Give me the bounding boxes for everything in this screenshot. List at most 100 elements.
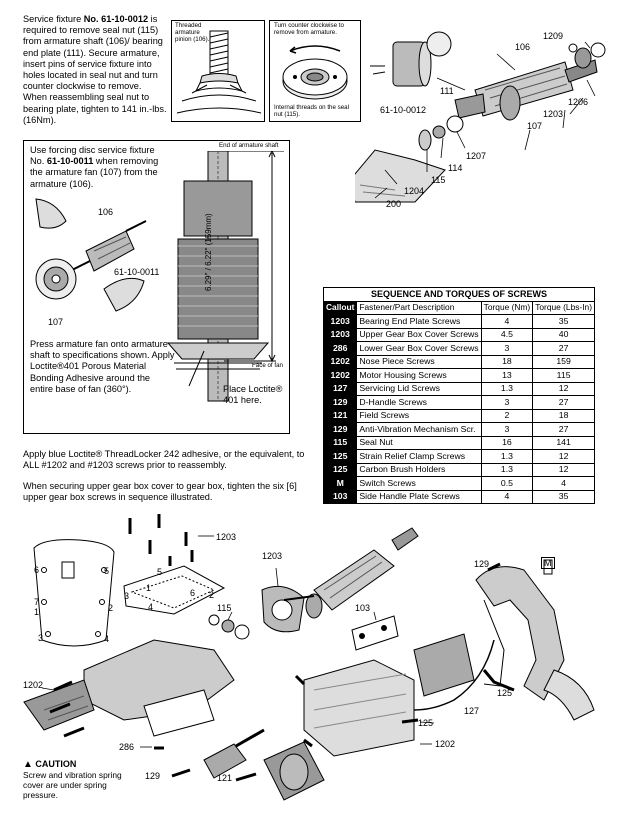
row-desc: Upper Gear Box Cover Screws (356, 327, 482, 342)
callout-200: 200 (386, 199, 402, 209)
row-lbs: 4 (532, 476, 595, 491)
callout-115-bottom: 115 (217, 603, 232, 613)
service-fixture-text: Service fixture No. 61-10-0012 is requir… (23, 14, 168, 126)
cover-number: 5 (104, 566, 110, 576)
dimension-label: 6.29" / 6.22" (159mm) (204, 213, 213, 291)
header-callout: Callout (322, 300, 358, 315)
row-callout: 125 (322, 462, 358, 477)
service-fixture-lead: Service fixture (23, 14, 84, 24)
callout-125-brush: 125 (418, 718, 434, 728)
callout-1203-top: 1203 (543, 109, 564, 119)
callout-111: 111 (440, 86, 454, 96)
row-desc: Strain Relief Clamp Screws (356, 449, 482, 464)
row-nm: 16 (480, 435, 534, 450)
row-lbs: 159 (532, 354, 595, 369)
row-desc: Motor Housing Screws (356, 368, 482, 383)
gearbox-instruction: When securing upper gear box cover to ge… (23, 481, 297, 503)
place-loctite-label: Place Loctite® 401 here. (223, 384, 283, 406)
row-callout: 121 (322, 408, 358, 423)
row-lbs: 141 (532, 435, 595, 450)
callout-103: 103 (355, 603, 371, 613)
forcing-disc-lead: Use forcing disc service fixture No. (30, 145, 155, 167)
face-of-fan-label: Face of fan (252, 362, 283, 369)
row-lbs: 27 (532, 341, 595, 356)
row-desc: Servicing Lid Screws (356, 381, 482, 396)
row-lbs: 35 (532, 489, 595, 504)
row-nm: 1.3 (480, 381, 534, 396)
service-fixture-number: No. 61-10-0012 (83, 14, 149, 24)
torque-table-header: Callout Fastener/Part Description Torque… (322, 300, 595, 315)
row-nm: 3 (480, 341, 534, 356)
row-callout: 103 (322, 489, 358, 504)
cover-number: 2 (209, 590, 215, 600)
row-desc: Lower Gear Box Cover Screws (356, 341, 482, 356)
callout-129-bottom: 129 (145, 771, 161, 781)
row-callout: 286 (322, 341, 358, 356)
header-nm: Torque (Nm) (480, 300, 534, 315)
end-of-shaft-label: End of armature shaft (219, 142, 279, 149)
service-fixture-body: is required to remove seal nut (115) fro… (23, 14, 167, 125)
torque-table-title: SEQUENCE AND TORQUES OF SCREWS (323, 287, 595, 302)
cover-number: 1 (34, 607, 40, 617)
loctite-instruction: Apply blue Loctite® ThreadLocker 242 adh… (23, 449, 305, 471)
row-callout: 1203 (322, 314, 358, 329)
callout-1209: 1209 (543, 31, 564, 41)
row-callout: 127 (322, 381, 358, 396)
callout-1207: 1207 (466, 151, 487, 161)
row-desc: Carbon Brush Holders (356, 462, 482, 477)
row-callout: 115 (322, 435, 358, 450)
cover-number: 5 (157, 567, 163, 577)
caution-block: ▲ CAUTION Screw and vibration spring cov… (23, 759, 133, 800)
row-callout: 125 (322, 449, 358, 464)
press-fan-text: Press armature fan onto armature shaft t… (30, 339, 175, 394)
row-callout: M (322, 476, 358, 491)
armature-section-drawing (166, 151, 284, 402)
row-desc: Seal Nut (356, 435, 482, 450)
cover-number: 3 (38, 633, 44, 643)
threaded-pinion-label: Threaded armature pinion (106). (175, 22, 210, 43)
callout-1203-plate: 1203 (262, 551, 283, 561)
row-desc: Bearing End Plate Screws (356, 314, 482, 329)
cover-number: 3 (124, 591, 130, 601)
internal-threads-label: Internal threads on the seal nut (115). (274, 104, 349, 118)
forcing-disc-number: 61-10-0011 (46, 156, 94, 167)
callout-1202-motor: 1202 (435, 739, 456, 749)
armature-exploded-drawing (355, 31, 606, 203)
cover-number: 2 (108, 603, 114, 613)
row-lbs: 12 (532, 381, 595, 396)
row-nm: 4.5 (480, 327, 534, 342)
header-desc: Fastener/Part Description (356, 300, 482, 315)
row-desc: Nose Piece Screws (356, 354, 482, 369)
row-callout: 1202 (322, 354, 358, 369)
row-nm: 4 (480, 489, 534, 504)
tool-exploded-drawing (23, 514, 595, 801)
turn-ccw-label: Turn counter clockwise to remove from ar… (274, 22, 344, 36)
row-lbs: 35 (532, 314, 595, 329)
cover-number: 1 (146, 583, 152, 593)
callout-107-top: 107 (527, 121, 543, 131)
forcing-disc-body: when removing the armature fan (107) fro… (30, 156, 159, 189)
callout-121: 121 (217, 773, 233, 783)
callout-114: 114 (448, 163, 463, 173)
torque-table: SEQUENCE AND TORQUES OF SCREWS Callout F… (322, 287, 595, 504)
row-desc: Anti-Vibration Mechanism Scr. (356, 422, 482, 437)
cover-number: 6 (34, 565, 40, 575)
row-desc: D-Handle Screws (356, 395, 482, 410)
callout-M: M (541, 557, 555, 569)
forcing-disc-text: Use forcing disc service fixture No. 61-… (30, 145, 170, 190)
threaded-pinion-box: Threaded armature pinion (106). (171, 20, 265, 122)
row-lbs: 27 (532, 422, 595, 437)
caution-title: CAUTION (35, 759, 77, 769)
row-lbs: 27 (532, 395, 595, 410)
callout-286: 286 (119, 742, 135, 752)
